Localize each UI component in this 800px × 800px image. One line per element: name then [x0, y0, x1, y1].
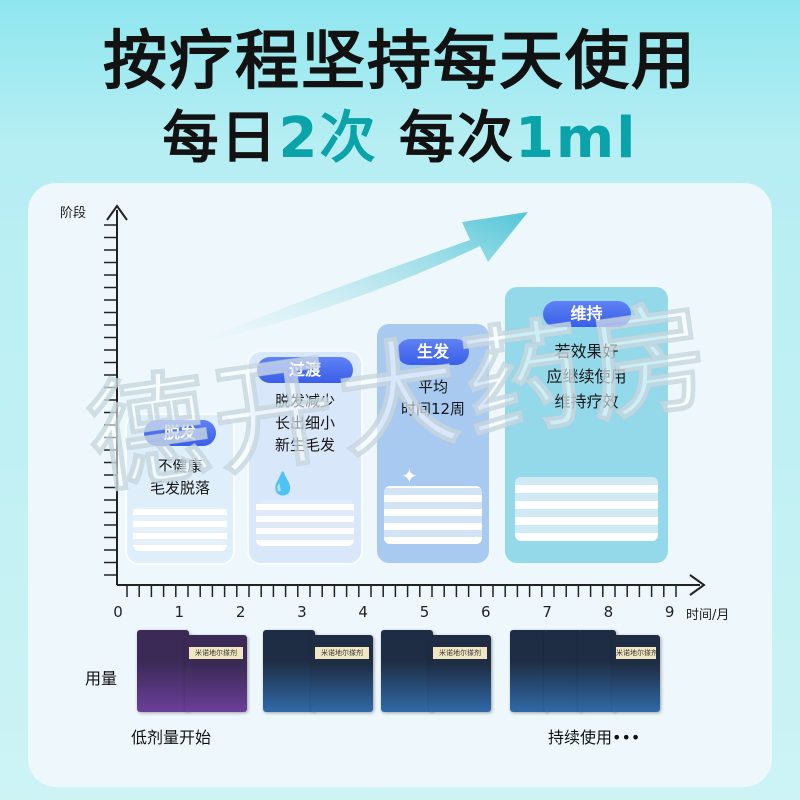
x-tick-label: 1 [174, 603, 185, 621]
stage-pill-transition: 过渡 [257, 357, 353, 383]
start-text: 低剂量开始 [131, 728, 212, 747]
dosage-title-daily: 每日 [162, 106, 279, 171]
x-axis-label: 时间/月 [686, 608, 730, 623]
product-box: 米诺地尔搽剂 [429, 635, 491, 712]
skin-illustration [514, 476, 659, 541]
stage-card-growth: 生发 平均 时间12周 ✦ [375, 322, 491, 565]
droplet-icon: 💧 [269, 472, 297, 497]
dosage-title-each: 每次 [398, 106, 515, 171]
product-box [263, 630, 315, 712]
stage-pill-hair-loss: 脱发 [144, 420, 216, 446]
stage-card-hair-loss: 脱发 不健康 毛发脱落 [125, 413, 235, 565]
dosage-title: 每日2次 每次1ml [0, 104, 800, 174]
skin-illustration [255, 500, 355, 547]
main-title: 按疗程坚持每天使用 [103, 25, 697, 99]
skin-illustration [383, 485, 483, 544]
stage-desc-growth: 平均 时间12周 [400, 378, 466, 418]
growth-arrow [190, 212, 528, 345]
stage-desc-transition: 脱发减少 长出细小 新生毛发 [274, 392, 335, 454]
x-tick-label: 6 [481, 603, 491, 621]
y-axis-label: 阶段 [60, 206, 87, 221]
continue-text: 持续使用••• [548, 728, 641, 747]
product-name-band: 米诺地尔搽剂 [315, 647, 369, 659]
product-box [137, 630, 189, 712]
sparkle-icon: ✦ [401, 464, 418, 488]
x-tick-label: 8 [603, 603, 614, 621]
x-tick-label: 4 [358, 603, 368, 621]
x-tick-label: 5 [419, 603, 430, 621]
x-tick-label: 9 [664, 603, 675, 621]
product-name-band: 米诺地尔搽剂 [433, 647, 487, 659]
x-tick-label: 2 [235, 603, 246, 621]
y-axis-ticks [104, 224, 117, 576]
skin-illustration [133, 507, 227, 552]
product-name-band: 米诺地尔搽剂 [616, 647, 656, 659]
product-box: 米诺地尔搽剂 [311, 635, 373, 712]
x-axis-ticks [126, 585, 677, 597]
x-tick-label: 3 [297, 603, 307, 621]
dosage-title-amount: 1ml [514, 106, 638, 171]
product-box [381, 630, 433, 712]
y-axis-arrowhead [106, 204, 128, 221]
product-box [578, 630, 616, 712]
product-box: 米诺地尔搽剂 [185, 635, 247, 712]
stage-pill-maintain: 维持 [542, 301, 631, 327]
product-box [510, 630, 548, 712]
stage-pill-growth: 生发 [397, 339, 469, 365]
x-tick-label: 0 [113, 603, 123, 621]
product-name-band: 米诺地尔搽剂 [189, 647, 243, 659]
stage-desc-hair-loss: 不健康 毛发脱落 [149, 457, 210, 497]
x-tick-label: 7 [542, 603, 552, 621]
product-box: 米诺地尔搽剂 [612, 635, 660, 712]
dosage-label: 用量 [85, 669, 118, 688]
stage-desc-maintain: 若效果好 应继续使用 维持疗效 [546, 342, 627, 411]
stage-card-transition: 过渡 脱发减少 长出细小 新生毛发 💧 [247, 350, 363, 565]
x-axis-arrowhead [689, 574, 706, 596]
stage-card-maintain: 维持 若效果好 应继续使用 维持疗效 [503, 285, 670, 565]
dosage-title-times: 2次 [278, 106, 378, 171]
product-box [544, 630, 582, 712]
